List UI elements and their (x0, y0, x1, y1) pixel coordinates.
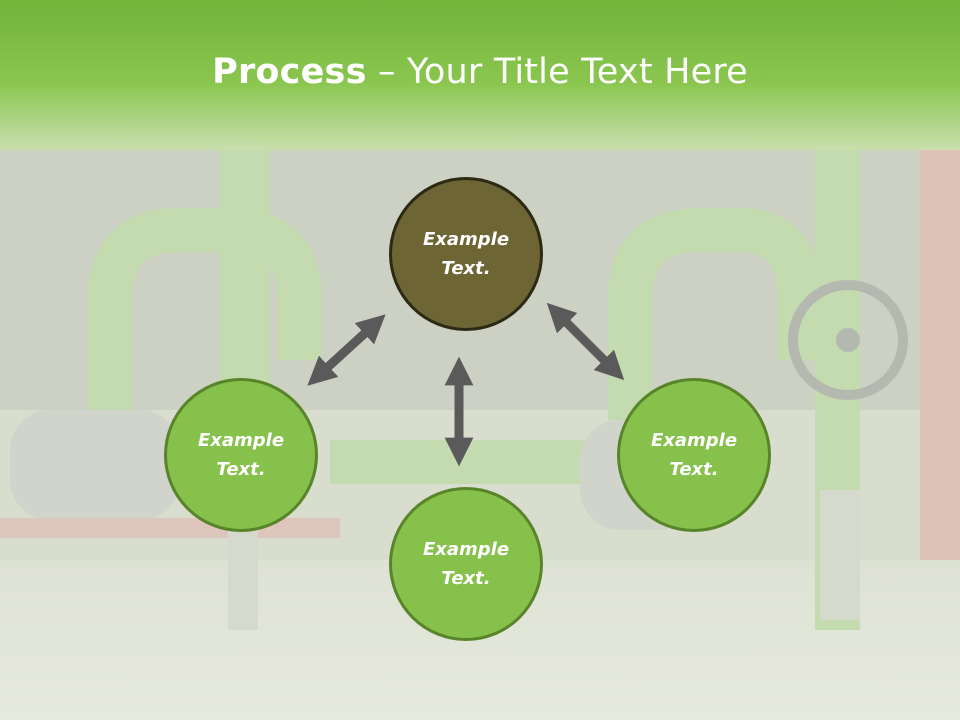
node-left-line1: Example (197, 430, 285, 451)
node-bottom-line2: Text. (441, 568, 491, 589)
slide-title: Process – Your Title Text Here (0, 52, 960, 92)
node-right-line2: Text. (669, 459, 719, 480)
title-rest: – Your Title Text Here (366, 52, 748, 92)
node-bottom-line1: Example (422, 539, 510, 560)
node-left-line2: Text. (216, 459, 266, 480)
node-top-line2: Text. (441, 258, 491, 279)
title-bold: Process (212, 52, 367, 92)
node-top-line1: Example (422, 229, 510, 250)
node-right-line1: Example (650, 430, 738, 451)
